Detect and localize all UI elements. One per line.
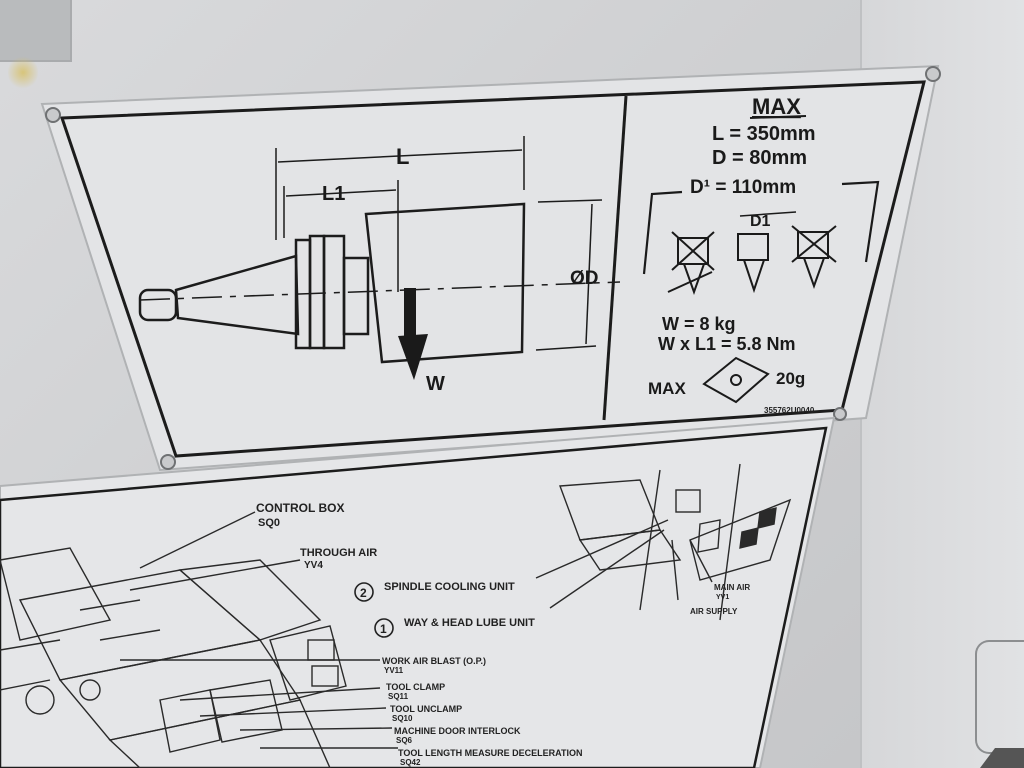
- dimension-D: [585, 203, 593, 345]
- label-way-head-num: 1: [380, 622, 387, 636]
- plate-divider: [602, 95, 628, 421]
- dimension-L1: [285, 189, 397, 197]
- label-tool-length-code: SQ42: [400, 758, 421, 767]
- label-control-box-code: SQ0: [258, 517, 280, 529]
- component-location-plate: CONTROL BOX SQ0 THROUGH AIR YV4 2 SPINDL…: [0, 416, 836, 768]
- label-work-air-blast: WORK AIR BLAST (O.P.): [382, 656, 486, 666]
- label-main-air: MAIN AIR: [714, 583, 750, 592]
- label-tool-clamp-code: SQ11: [388, 692, 409, 701]
- center-line: [139, 281, 621, 301]
- label-through-air: THROUGH AIR: [300, 547, 377, 559]
- oil-stain: [8, 55, 38, 90]
- badge-spindle-cooling: [354, 582, 374, 602]
- tool-holder-diagram: [138, 136, 621, 364]
- badge-way-head: [374, 618, 394, 638]
- taper: [174, 254, 300, 336]
- screw: [833, 407, 847, 421]
- spec-L: L = 350mm: [712, 123, 816, 145]
- spec-moment: W x L1 = 5.8 Nm: [658, 334, 796, 354]
- spec-D: D = 80mm: [712, 147, 807, 169]
- label-through-air-code: YV4: [304, 560, 323, 571]
- label-tool-unclamp: TOOL UNCLAMP: [390, 704, 462, 714]
- insert-icon: [702, 356, 770, 404]
- label-way-head: WAY & HEAD LUBE UNIT: [404, 617, 535, 629]
- label-door-interlock: MACHINE DOOR INTERLOCK: [394, 726, 521, 736]
- label-control-box: CONTROL BOX: [256, 501, 344, 515]
- spec-weight: W = 8 kg: [662, 314, 736, 334]
- spec-D1-small: D1: [750, 213, 771, 230]
- label-door-interlock-code: SQ6: [396, 736, 413, 745]
- label-main-air-code: YV1: [716, 594, 729, 601]
- label-work-air-blast-code: YV11: [384, 666, 404, 675]
- spec-insert-max: MAX: [648, 379, 686, 398]
- spec-insert-weight: 20g: [776, 369, 805, 388]
- label-L: L: [396, 144, 409, 169]
- tool-spec-plate: L L1 ØD W MAX L = 350mm D = 80mm D¹ = 11…: [40, 64, 941, 472]
- label-OD: ØD: [570, 268, 599, 289]
- machine-line-drawing: [0, 463, 792, 768]
- tool-body: [364, 202, 526, 364]
- pocket-icon-center: [737, 233, 769, 294]
- label-tool-length: TOOL LENGTH MEASURE DECELERATION: [398, 748, 583, 758]
- label-spindle-cooling: SPINDLE COOLING UNIT: [384, 581, 515, 593]
- part-number: 355762U0040: [764, 406, 815, 415]
- spec-panel: MAX L = 350mm D = 80mm D¹ = 110mm D1: [642, 94, 880, 415]
- shank: [342, 256, 370, 336]
- label-spindle-cooling-num: 2: [360, 586, 367, 600]
- label-W: W: [426, 373, 445, 395]
- label-tool-clamp: TOOL CLAMP: [386, 682, 445, 692]
- machine-panel-edge: [0, 0, 72, 62]
- weight-arrow: [398, 288, 428, 380]
- screw: [925, 66, 941, 82]
- pocket-icon-right: [791, 225, 837, 289]
- dimension-L: [277, 149, 523, 163]
- spec-heading: MAX: [752, 94, 801, 119]
- spec-D1: D¹ = 110mm: [690, 177, 796, 198]
- label-air-supply: AIR SUPPLY: [690, 607, 738, 616]
- label-tool-unclamp-code: SQ10: [392, 714, 413, 723]
- pocket-icon-left: [667, 231, 715, 295]
- screw: [45, 107, 61, 123]
- label-L1: L1: [322, 183, 345, 205]
- screw: [160, 454, 176, 470]
